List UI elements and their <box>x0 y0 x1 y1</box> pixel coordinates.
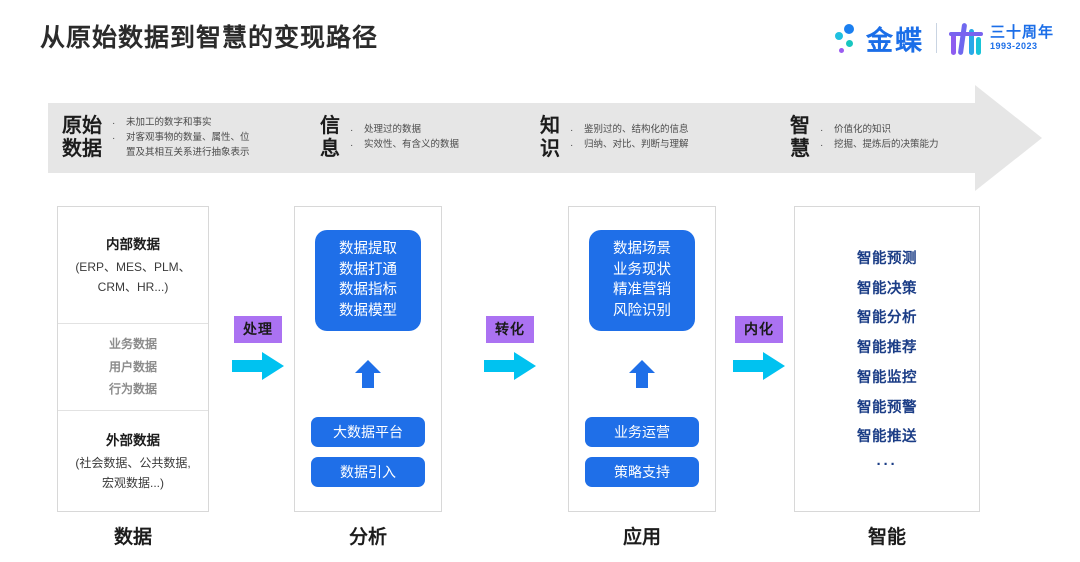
list-item: 数据模型 <box>339 302 397 319</box>
anniversary-mark-icon <box>948 21 983 56</box>
list-item: 智能预警 <box>857 399 917 416</box>
intelligence-list: 智能预测 智能决策 智能分析 智能推荐 智能监控 智能预警 智能推送 ··· <box>795 207 979 511</box>
intelligence-card: 智能预测 智能决策 智能分析 智能推荐 智能监控 智能预警 智能推送 ··· <box>794 206 980 512</box>
bullet-item: · 对客观事物的数量、属性、位 置及其相互关系进行抽象表示 <box>112 132 250 158</box>
bullet-item: · 实效性、有含义的数据 <box>350 138 459 154</box>
column-label-analysis: 分析 <box>348 527 387 548</box>
banner-stage-bullets: · 价值化的知识 · 挖掘、提炼后的决策能力 <box>820 123 939 154</box>
analysis-card: 数据提取 数据打通 数据指标 数据模型 大数据平台 数据引入 <box>294 206 442 512</box>
connector-process: 处理 <box>222 316 294 381</box>
pipeline-column-analysis: 数据提取 数据打通 数据指标 数据模型 大数据平台 数据引入 分析 <box>294 206 442 548</box>
banner-stage-wisdom: 智 慧 · 价值化的知识 · 挖掘、提炼后的决策能力 <box>790 103 1023 173</box>
internal-data-section: 内部数据 (ERP、MES、PLM、 CRM、HR...) <box>58 207 208 323</box>
column-label-intelligence: 智能 <box>867 527 906 548</box>
data-types-section: 业务数据 用户数据 行为数据 <box>58 323 208 411</box>
anniversary-label: 三十周年 <box>989 24 1054 42</box>
analysis-capabilities-box: 数据提取 数据打通 数据指标 数据模型 <box>315 230 421 332</box>
up-arrow-icon <box>355 360 381 388</box>
banner-stage-bullets: · 处理过的数据 · 实效性、有含义的数据 <box>350 123 459 154</box>
bullet-dot-icon: · <box>820 124 824 136</box>
bullet-item: · 未加工的数字和事实 <box>112 116 250 132</box>
internal-data-title: 内部数据 <box>106 237 160 253</box>
bullet-item: · 归纳、对比、判断与理解 <box>570 138 689 154</box>
connector-label: 内化 <box>735 316 783 343</box>
external-data-section: 外部数据 (社会数据、公共数据, 宏观数据...) <box>58 411 208 511</box>
list-item: 数据提取 <box>339 241 397 257</box>
list-item: 智能预测 <box>857 250 917 267</box>
analysis-pill-ingest: 数据引入 <box>311 457 425 487</box>
bullet-item: · 价值化的知识 <box>820 123 939 139</box>
bullet-dot-icon: · <box>820 140 824 151</box>
brand-divider <box>935 23 937 53</box>
list-item: 业务数据 <box>108 336 157 351</box>
kingdee-dots-icon <box>834 22 860 54</box>
banner-stage-bullets: · 鉴别过的、结构化的信息 · 归纳、对比、判断与理解 <box>570 123 689 154</box>
application-card: 数据场景 业务现状 精准营销 风险识别 业务运营 策略支持 <box>568 206 716 512</box>
pipeline-column-intelligence: 智能预测 智能决策 智能分析 智能推荐 智能监控 智能预警 智能推送 ··· 智… <box>794 206 980 548</box>
list-item: 数据打通 <box>339 261 397 278</box>
ellipsis-indicator: ··· <box>876 456 898 474</box>
bullet-item: · 鉴别过的、结构化的信息 <box>570 123 689 139</box>
list-item: 智能推送 <box>857 429 917 446</box>
banner-stage-information: 信 息 · 处理过的数据 · 实效性、有含义的数据 <box>320 103 540 173</box>
application-pill-strategy: 策略支持 <box>585 457 699 487</box>
connector-transform: 转化 <box>474 316 546 381</box>
pipeline: 内部数据 (ERP、MES、PLM、 CRM、HR...) 业务数据 用户数据 … <box>0 206 1080 562</box>
list-item: 数据指标 <box>339 282 397 299</box>
external-data-detail: (社会数据、公共数据, 宏观数据...) <box>75 456 191 490</box>
brand-name: 金蝶 <box>865 25 924 56</box>
list-item: 用户数据 <box>108 359 157 374</box>
bullet-dot-icon: · <box>570 124 574 136</box>
banner-stage-bullets: · 未加工的数字和事实 · 对客观事物的数量、属性、位 置及其相互关系进行抽象表… <box>112 116 250 161</box>
up-arrow-icon <box>629 360 655 388</box>
data-card: 内部数据 (ERP、MES、PLM、 CRM、HR...) 业务数据 用户数据 … <box>57 206 209 512</box>
anniversary-text: 三十周年 1993-2023 <box>990 24 1054 52</box>
banner-stage-title: 智 慧 <box>790 115 810 160</box>
bullet-dot-icon: · <box>112 117 116 129</box>
application-scenarios-box: 数据场景 业务现状 精准营销 风险识别 <box>589 230 695 332</box>
bullet-dot-icon: · <box>350 124 354 136</box>
bullet-dot-icon: · <box>112 133 116 145</box>
list-item: 智能监控 <box>857 369 917 386</box>
connector-label: 转化 <box>486 316 534 343</box>
right-arrow-icon <box>723 351 795 381</box>
bullet-dot-icon: · <box>570 140 574 151</box>
right-arrow-icon <box>474 351 546 381</box>
banner-stage-title: 原始 数据 <box>62 115 102 160</box>
list-item: 业务现状 <box>613 261 671 278</box>
right-arrow-icon <box>222 351 294 381</box>
pipeline-column-data: 内部数据 (ERP、MES、PLM、 CRM、HR...) 业务数据 用户数据 … <box>57 206 209 548</box>
analysis-pill-platform: 大数据平台 <box>311 417 425 447</box>
list-item: 行为数据 <box>108 382 157 397</box>
brand-logo: 金蝶 三十周年 1993-2023 <box>834 18 1054 58</box>
list-item: 智能分析 <box>857 310 917 327</box>
application-pill-operations: 业务运营 <box>585 417 699 447</box>
bullet-item: · 处理过的数据 <box>350 123 459 139</box>
external-data-title: 外部数据 <box>106 433 160 449</box>
banner-stage-title: 信 息 <box>320 115 340 160</box>
list-item: 智能推荐 <box>857 340 917 357</box>
connector-internalize: 内化 <box>723 316 795 381</box>
column-label-data: 数据 <box>113 527 152 548</box>
column-label-application: 应用 <box>622 527 661 548</box>
list-item: 智能决策 <box>857 280 917 297</box>
internal-data-detail: (ERP、MES、PLM、 CRM、HR...) <box>75 260 191 294</box>
pipeline-column-application: 数据场景 业务现状 精准营销 风险识别 业务运营 策略支持 应用 <box>568 206 716 548</box>
banner-stage-raw-data: 原始 数据 · 未加工的数字和事实 · 对客观事物的数量、属性、位 置及其相互关… <box>48 103 320 173</box>
banner-stage-knowledge: 知 识 · 鉴别过的、结构化的信息 · 归纳、对比、判断与理解 <box>540 103 790 173</box>
banner-stage-title: 知 识 <box>540 115 560 160</box>
list-item: 风险识别 <box>613 302 671 319</box>
bullet-item: · 挖掘、提炼后的决策能力 <box>820 138 939 154</box>
page-title: 从原始数据到智慧的变现路径 <box>40 24 379 52</box>
connector-label: 处理 <box>234 316 282 343</box>
bullet-dot-icon: · <box>350 140 354 151</box>
anniversary-years: 1993-2023 <box>989 41 1038 52</box>
list-item: 精准营销 <box>613 282 671 299</box>
list-item: 数据场景 <box>613 241 671 257</box>
stage-banner-content: 原始 数据 · 未加工的数字和事实 · 对客观事物的数量、属性、位 置及其相互关… <box>48 103 1023 173</box>
